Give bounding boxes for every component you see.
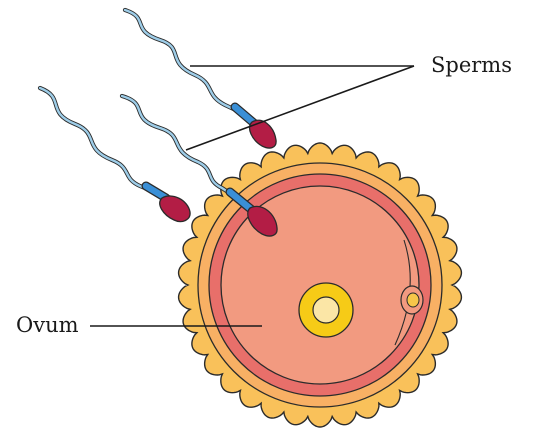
sperm-3 — [40, 88, 190, 222]
sperms-pointer-line-2 — [186, 66, 414, 150]
ovum-label: Ovum — [16, 313, 79, 337]
nucleolus — [313, 297, 339, 323]
sperm-1 — [125, 10, 276, 148]
polar-body-nucleus — [407, 293, 419, 307]
sperms-label: Sperms — [431, 53, 512, 77]
sperm-3-head — [160, 196, 190, 222]
